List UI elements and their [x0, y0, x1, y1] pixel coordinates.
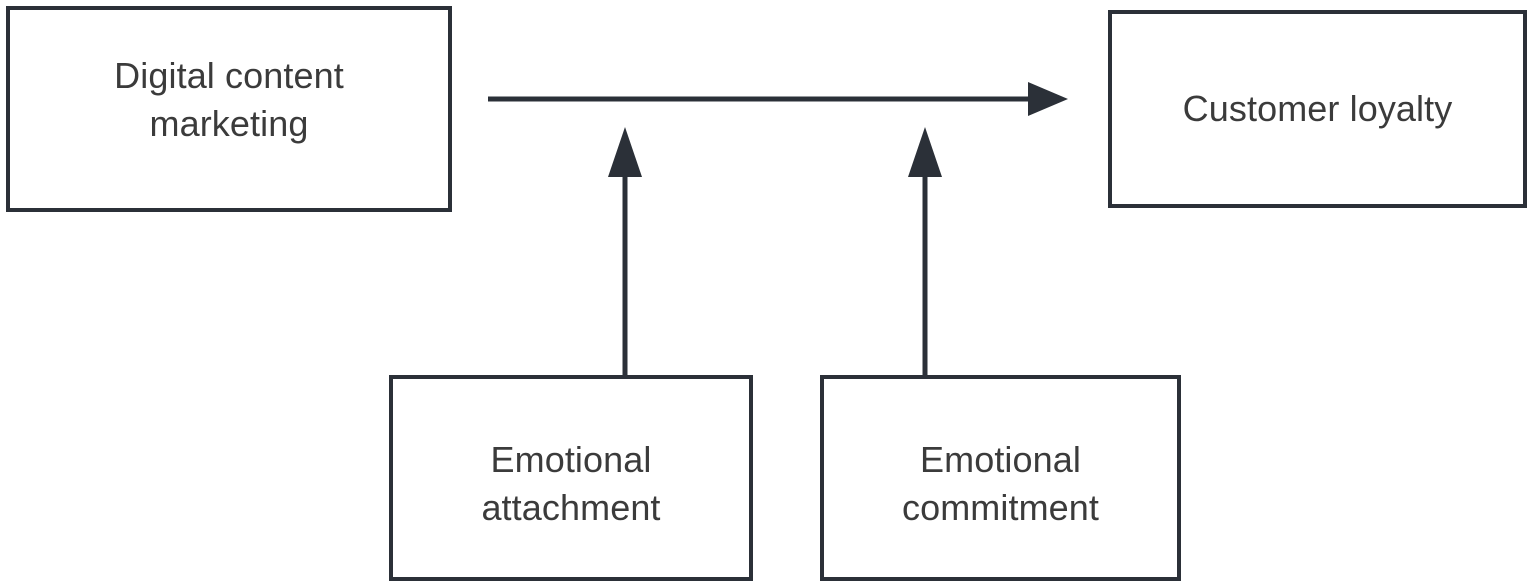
node-digital-content-marketing-label: Digital content marketing: [114, 55, 344, 144]
arrow-dcm-to-loyalty: [488, 82, 1068, 116]
node-customer-loyalty-label: Customer loyalty: [1182, 88, 1453, 130]
node-digital-content-marketing: Digital content marketing: [6, 6, 452, 212]
node-emotional-attachment-label: Emotional attachment: [481, 439, 661, 528]
arrow-commitment-to-path-head: [908, 127, 942, 177]
node-customer-loyalty: Customer loyalty: [1108, 10, 1527, 208]
arrow-attachment-to-path-head: [608, 127, 642, 177]
arrow-dcm-to-loyalty-head: [1028, 82, 1068, 116]
arrow-attachment-to-path: [608, 127, 642, 376]
node-emotional-commitment: Emotional commitment: [820, 375, 1181, 581]
arrow-commitment-to-path: [908, 127, 942, 376]
node-emotional-attachment: Emotional attachment: [389, 375, 753, 581]
node-emotional-commitment-label: Emotional commitment: [901, 439, 1100, 528]
